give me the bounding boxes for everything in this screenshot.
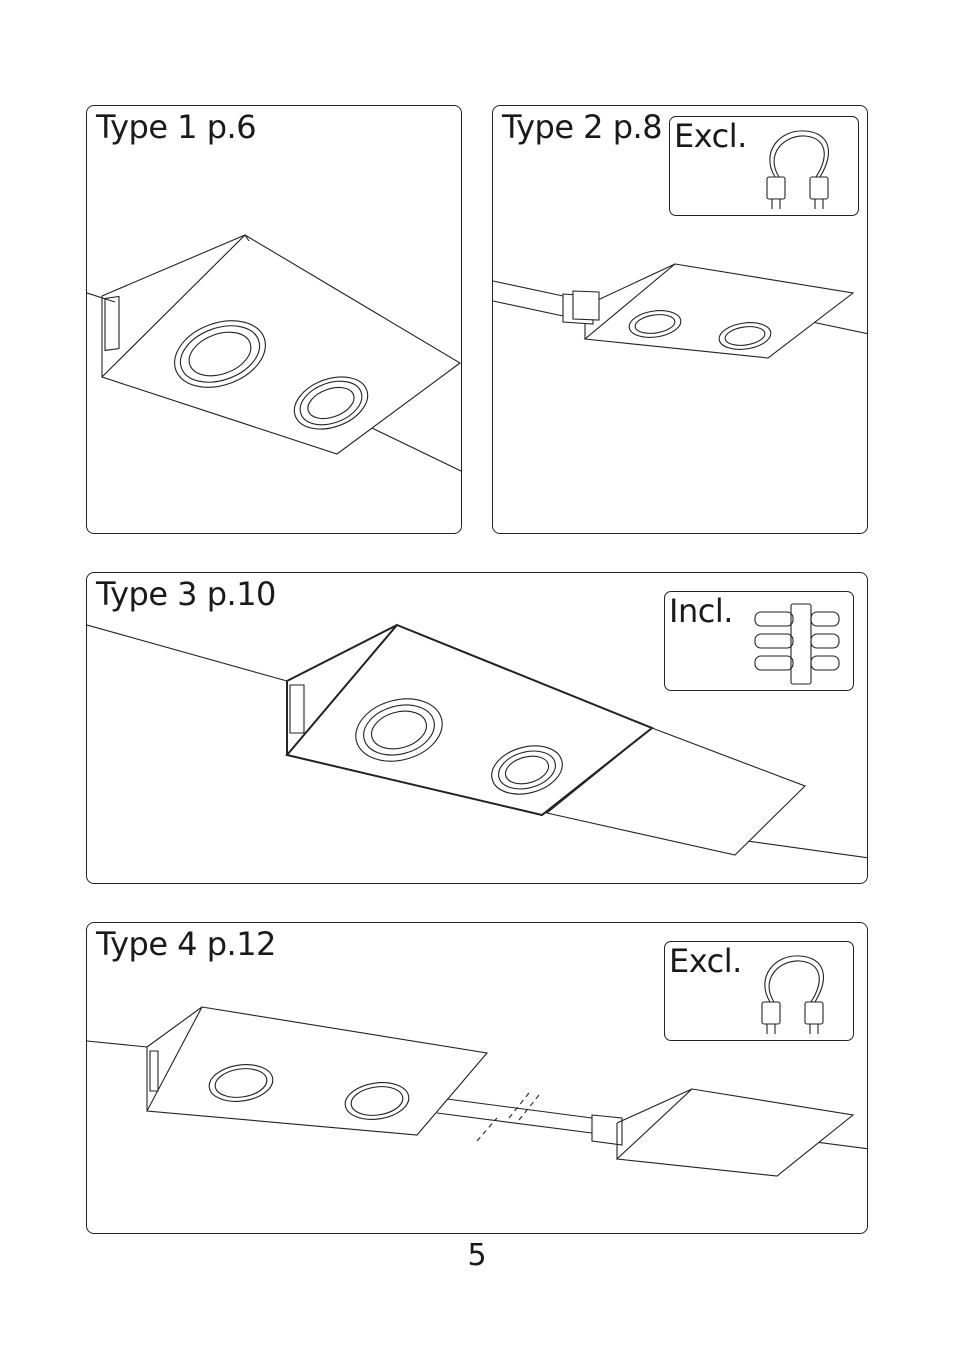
panel-title: Type 4 p.12 (96, 925, 276, 963)
light-fixture-illustration (87, 923, 868, 1234)
excluded-cable-box: Excl. (669, 116, 859, 216)
light-fixture-illustration (87, 106, 462, 534)
connector-icon (665, 592, 854, 691)
included-connector-box: Incl. (664, 591, 854, 691)
light-fixture-illustration (493, 106, 868, 534)
panel-type-4: Type 4 p.12 Excl. (86, 922, 868, 1234)
excluded-label: Excl. (674, 117, 747, 155)
excluded-cable-box: Excl. (664, 941, 854, 1041)
cable-icon (665, 942, 854, 1041)
cable-icon (670, 117, 859, 216)
page-number: 5 (467, 1238, 487, 1273)
light-fixture-illustration (87, 573, 868, 884)
panel-title: Type 3 p.10 (96, 575, 276, 613)
panel-type-3: Type 3 p.10 Incl. (86, 572, 868, 884)
panel-title: Type 2 p.8 (502, 108, 663, 146)
panel-type-2: Type 2 p.8 Excl. (492, 105, 868, 534)
included-label: Incl. (669, 592, 733, 630)
excluded-label: Excl. (669, 942, 742, 980)
panel-title: Type 1 p.6 (96, 108, 257, 146)
panel-type-1: Type 1 p.6 (86, 105, 462, 534)
